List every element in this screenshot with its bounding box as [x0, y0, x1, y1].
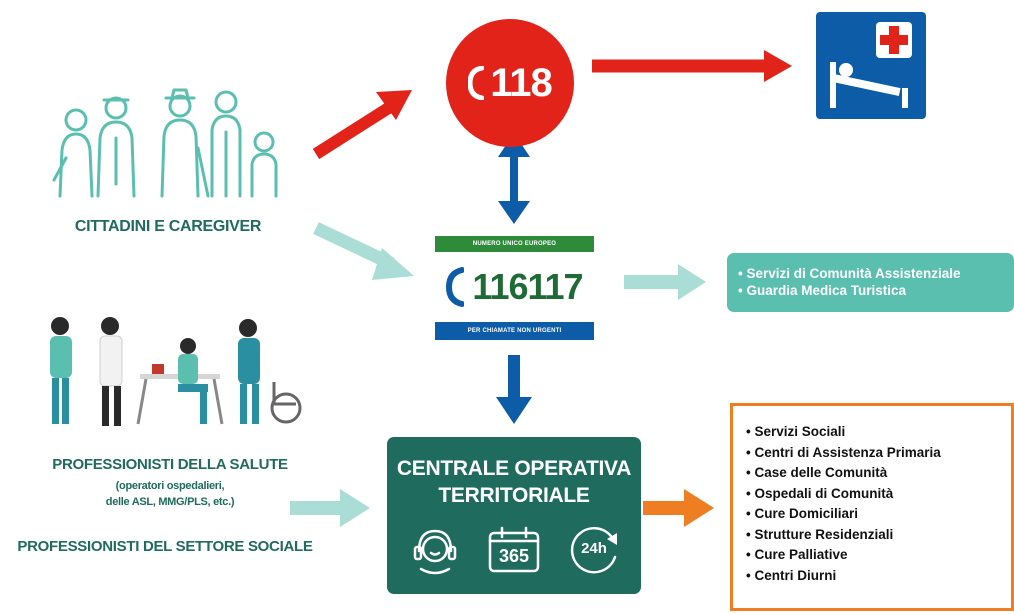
non-urgent-footer: PER CHIAMATE NON URGENTI [435, 322, 594, 340]
arrow-118-to-hospital [592, 50, 792, 82]
non-urgent-number: 116117 [472, 266, 583, 307]
community-service-item: • Servizi di Comunità Assistenziale [738, 266, 961, 281]
headset-operator-icon [413, 529, 457, 575]
clock-hours-label: 24h [581, 540, 607, 557]
hospital-bed-icon [830, 22, 912, 108]
hospital-icon-box [816, 12, 926, 119]
central-title-line2: TERRITORIALE [438, 484, 590, 507]
professionals-label: PROFESSIONISTI DELLA SALUTE [52, 456, 288, 473]
social-professionals-label: PROFESSIONISTI DEL SETTORE SOCIALE [17, 538, 313, 555]
phone-icon [446, 267, 465, 307]
community-services-box: • Servizi di Comunità Assistenziale • Gu… [727, 253, 1014, 312]
calendar-icon [488, 526, 540, 573]
emergency-number: 118 [490, 60, 553, 105]
territory-service-item: Case delle Comunità [746, 463, 1011, 484]
citizens-label: CITTADINI E CAREGIVER [74, 218, 262, 235]
territory-service-item: Servizi Sociali [746, 422, 1011, 443]
health-workers-icon [50, 317, 302, 426]
phone-icon [468, 66, 485, 100]
territory-service-item: Cure Palliative [746, 545, 1011, 566]
territory-service-item: Ospedali di Comunità [746, 484, 1011, 505]
non-urgent-116117-card: NUMERO UNICO EUROPEO 116117 PER CHIAMATE… [435, 236, 594, 341]
arrow-professionals-to-central [290, 489, 370, 527]
professionals-sub1: (operatori ospedalieri, [115, 480, 225, 492]
territory-service-item: Centri Diurni [746, 566, 1011, 587]
arrow-central-to-territory [643, 489, 714, 527]
territory-services-list: Servizi Sociali Centri di Assistenza Pri… [733, 406, 1011, 586]
community-service-item: • Guardia Medica Turistica [738, 283, 907, 298]
territory-service-item: Cure Domiciliari [746, 504, 1011, 525]
arrow-citizens-to-118 [312, 90, 412, 160]
emergency-118-badge: 118 [446, 19, 574, 147]
european-number-header: NUMERO UNICO EUROPEO [435, 236, 594, 252]
central-operations-box: CENTRALE OPERATIVA TERRITORIALE 365 24h [387, 437, 641, 594]
professionals-sub2: delle ASL, MMG/PLS, etc.) [105, 496, 235, 508]
territory-service-item: Centri di Assistenza Primaria [746, 443, 1011, 464]
arrow-116117-to-services [624, 264, 706, 300]
family-icon [52, 88, 278, 198]
calendar-days-label: 365 [498, 546, 530, 566]
territory-services-box: Servizi Sociali Centri di Assistenza Pri… [730, 403, 1014, 611]
arrow-citizens-to-116117 [313, 222, 414, 280]
central-title-line1: CENTRALE OPERATIVA [396, 457, 632, 480]
arrow-116117-to-central [496, 355, 532, 424]
clock-24h-icon [570, 526, 617, 574]
territory-service-item: Strutture Residenziali [746, 525, 1011, 546]
